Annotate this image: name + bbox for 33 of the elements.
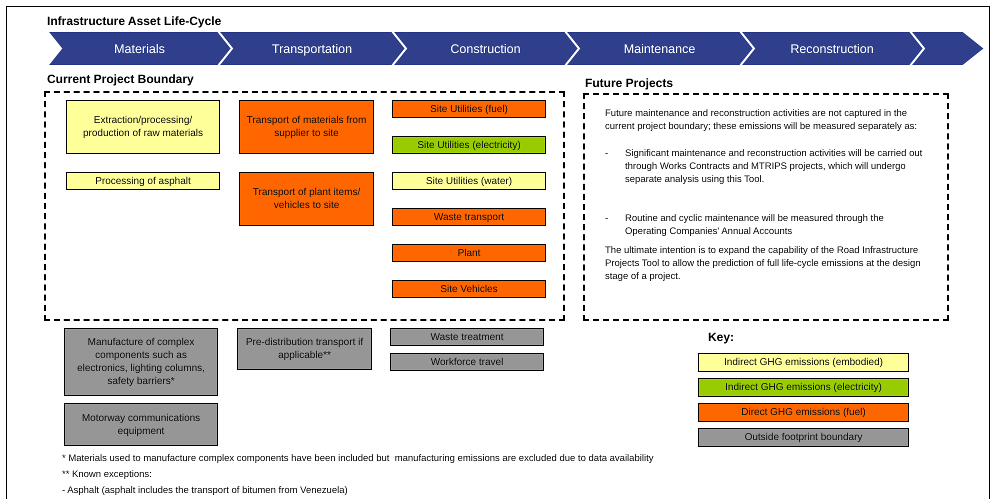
emission-box: Processing of asphalt <box>66 172 220 190</box>
key-heading: Key: <box>708 330 734 344</box>
diagram-title: Infrastructure Asset Life-Cycle <box>47 14 222 28</box>
lifecycle-stage-step: Materials <box>47 31 232 66</box>
emission-box: Plant <box>392 244 546 262</box>
legend-entry: Outside footprint boundary <box>698 428 909 447</box>
lifecycle-stage-step: Construction <box>392 31 579 66</box>
note-paragraph: - Significant maintenance and reconstruction activities will be carried out through Works Contracts and MTRIPS projects, which will undergo separate analysis using this Tool. <box>605 147 924 186</box>
emission-box: Manufacture of complex components such as electronics, lighting columns, safety barriers* <box>64 328 218 396</box>
legend-entry: Indirect GHG emissions (embodied) <box>698 353 909 372</box>
lifecycle-stage-step: Maintenance <box>565 31 754 66</box>
section-heading: Future Projects <box>585 76 674 90</box>
footnote: - Asphalt (asphalt includes the transport of bitumen from Venezuela) <box>62 485 348 496</box>
note-paragraph: - Routine and cyclic maintenance will be measured through the Operating Companies' Annual Accounts <box>605 212 885 238</box>
emission-box: Workforce travel <box>390 353 544 371</box>
legend-entry: Direct GHG emissions (fuel) <box>698 403 909 422</box>
lifecycle-stage-step: Transportation <box>218 31 406 66</box>
emission-box: Transport of plant items/ vehicles to site <box>239 172 374 226</box>
note-paragraph: Future maintenance and reconstruction activities are not captured in the current project boundary; these emissions will be measured separately as: <box>605 107 918 133</box>
emission-box: Waste transport <box>392 208 546 226</box>
footnote: ** Known exceptions: <box>62 469 152 480</box>
emission-box: Site Utilities (fuel) <box>392 100 546 118</box>
emission-box: Pre-distribution transport if applicable** <box>237 328 372 370</box>
note-paragraph: The ultimate intention is to expand the capability of the Road Infrastructure Projects Tool to allow the prediction of full life-cycle emissions at the design stage of a project. <box>605 244 922 283</box>
emission-box: Site Vehicles <box>392 280 546 298</box>
emission-box: Motorway communications equipment <box>64 403 218 446</box>
emission-box: Extraction/processing/ production of raw materials <box>66 100 220 154</box>
section-heading: Current Project Boundary <box>47 72 194 86</box>
emission-box: Transport of materials from supplier to site <box>239 100 374 154</box>
legend-entry: Indirect GHG emissions (electricity) <box>698 378 909 397</box>
emission-box: Site Utilities (electricity) <box>392 136 546 154</box>
emission-box: Site Utilities (water) <box>392 172 546 190</box>
emission-box: Waste treatment <box>390 328 544 346</box>
